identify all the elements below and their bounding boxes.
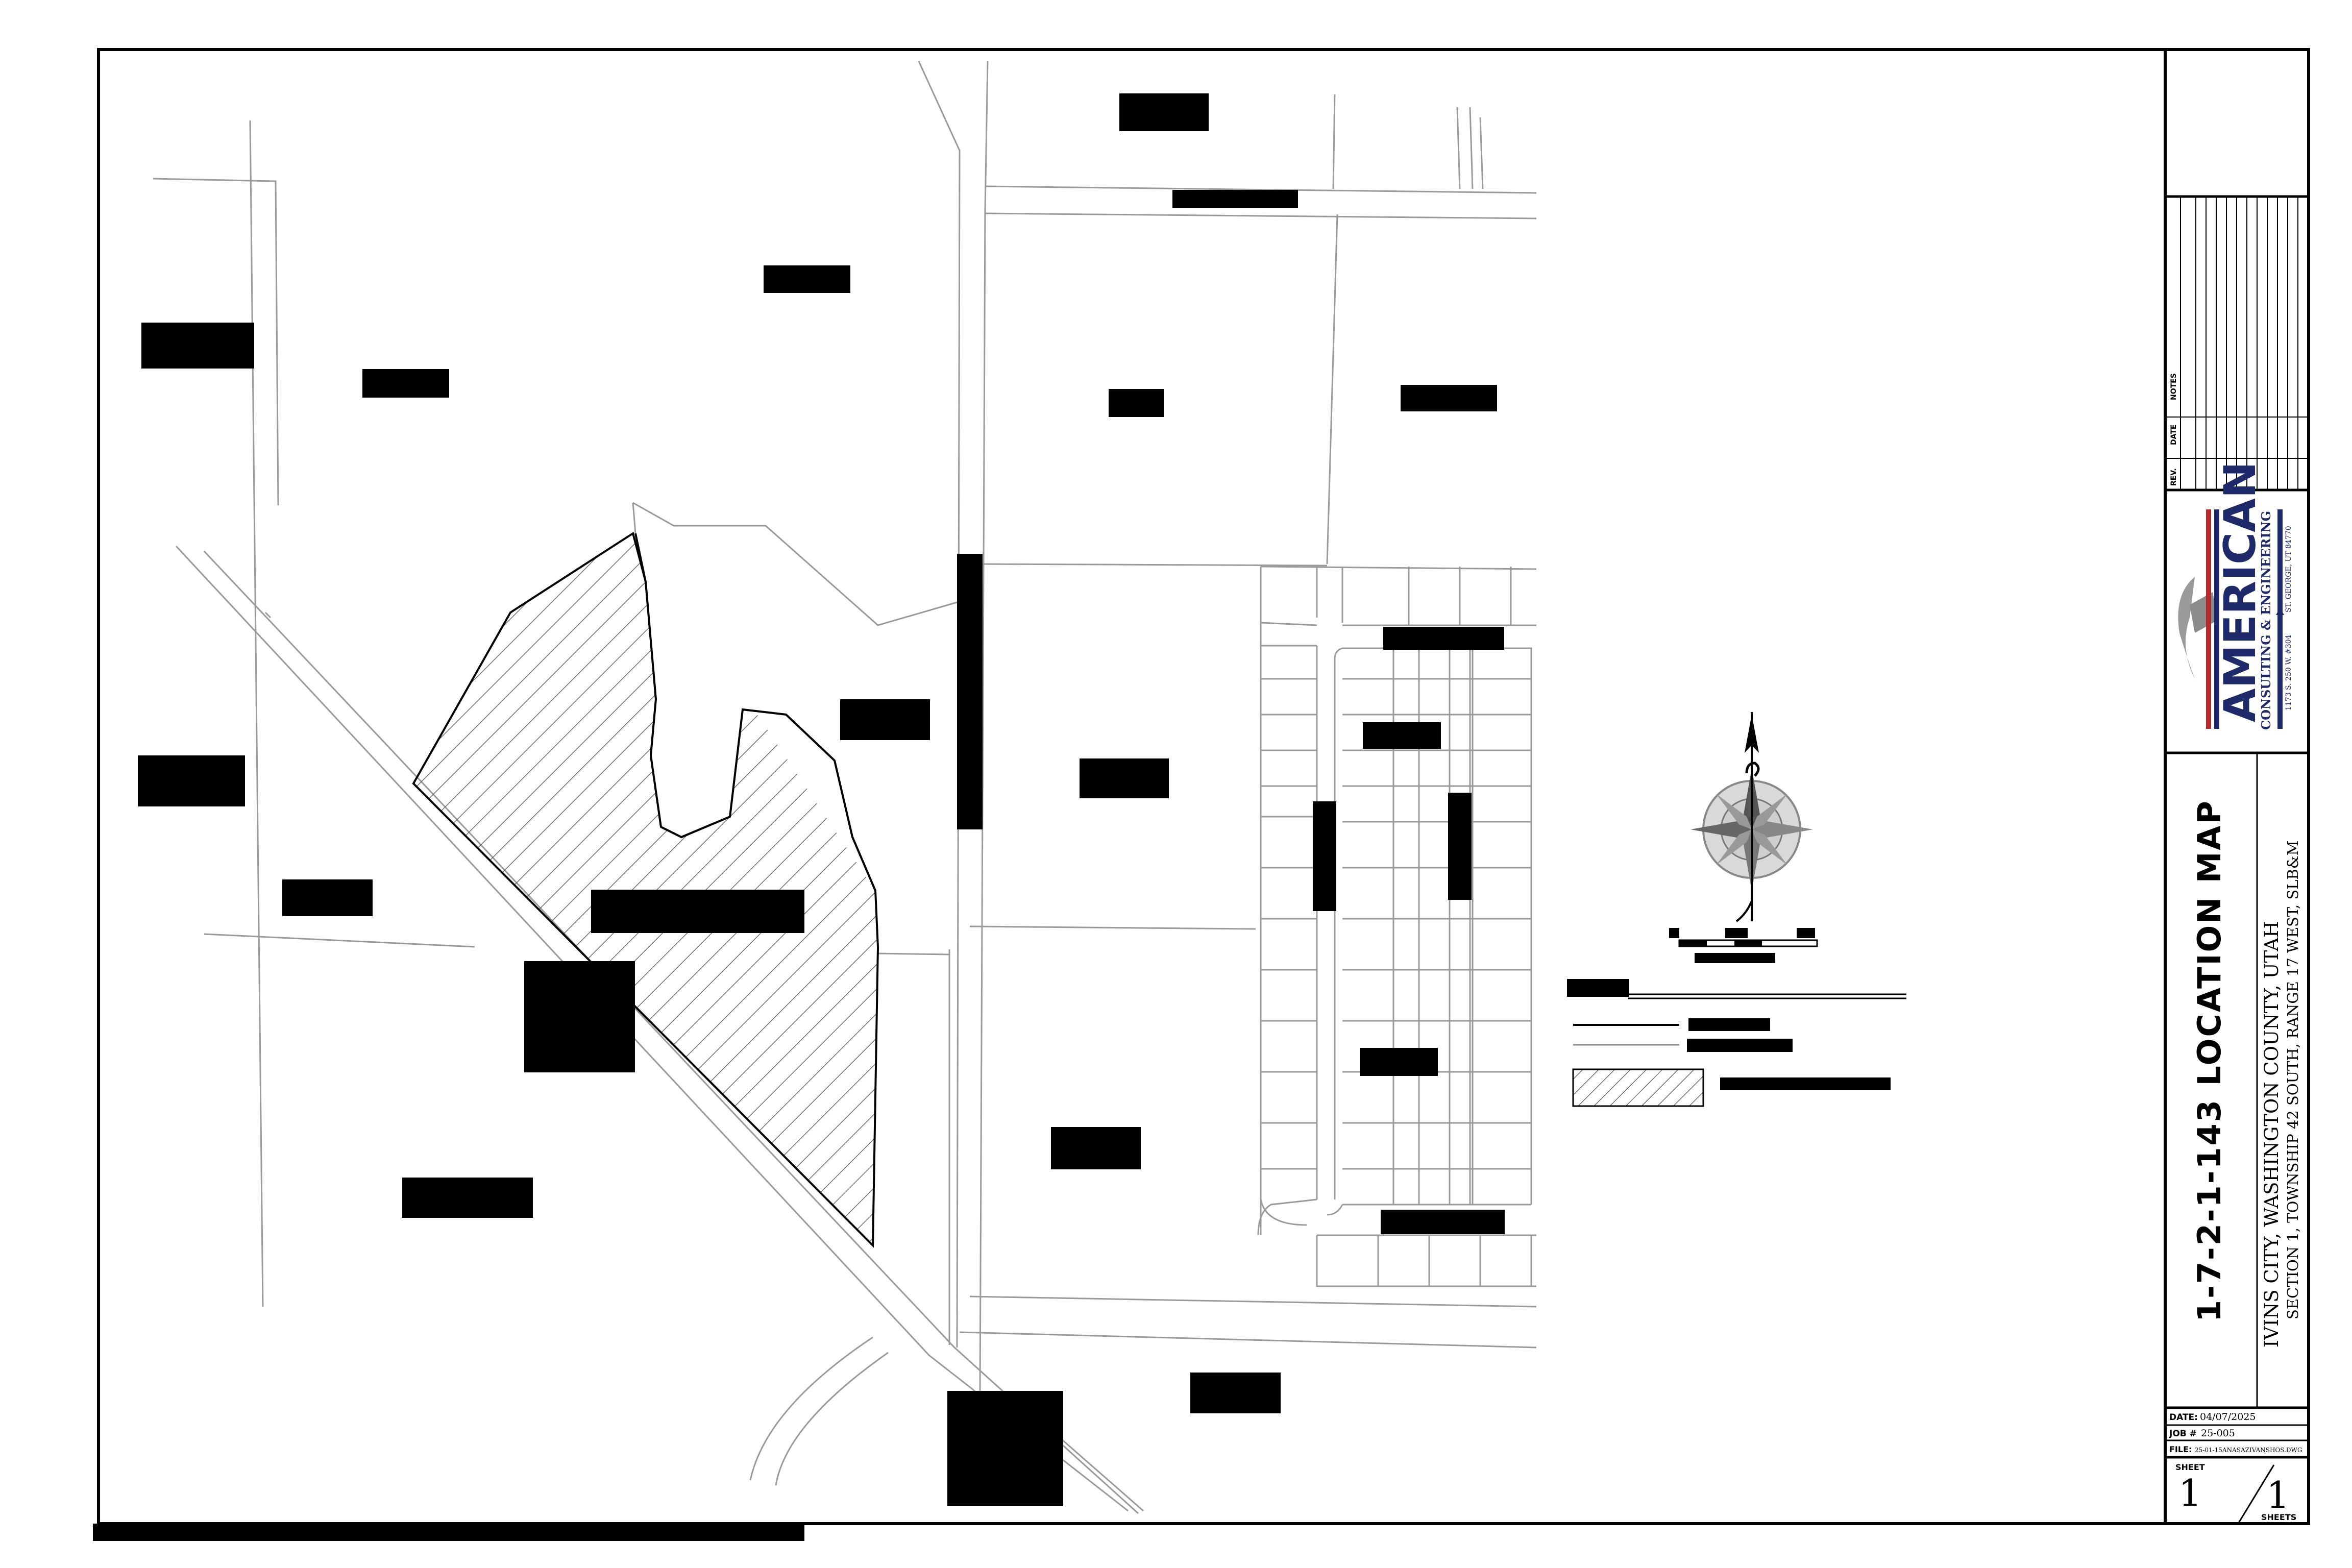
date-label: DATE: [2169,1412,2198,1423]
legend [1567,979,1906,1107]
company-address: 1173 S. 250 W. #304 [2285,634,2293,710]
rev-header: REV. [2170,468,2178,486]
notes-header: NOTES [2170,373,2178,400]
company-logo: AMERICAN CONSULTING & ENGINEERING 1173 S… [2178,461,2293,730]
sheet-number: 1 [2178,1472,2202,1514]
date-value: 04/07/2025 [2200,1411,2256,1423]
scale-bar [1669,928,1818,963]
company-name: AMERICAN [2215,461,2266,722]
company-tagline: CONSULTING & ENGINEERING [2259,511,2273,730]
parcel-lines [153,61,1537,1514]
company-city: ST. GEORGE, UT 84770 [2285,526,2293,612]
sheets-total: 1 [2266,1474,2290,1516]
redacted-labels [138,93,1505,1506]
job-label: JOB # [2169,1429,2197,1439]
north-arrow-icon [1690,712,1813,922]
date-header: DATE [2170,425,2178,445]
file-value: 25-01-15ANASAZIVANSHOS.DWG [2195,1447,2302,1454]
subject-parcel-hatched [412,531,879,1248]
sheets-label: SHEETS [2261,1512,2296,1522]
sheet-label: SHEET [2175,1462,2205,1472]
redacted-bottom-bar [93,1524,804,1541]
parcel-notch [634,533,876,891]
title-block: REV. DATE NOTES AMERICAN CONSULTING & EN… [2164,48,2310,1525]
job-value: 25-005 [2201,1428,2235,1439]
file-label: FILE: [2169,1444,2192,1454]
hatch-swatch-icon [1572,1068,1704,1107]
map-subtitle-line2: SECTION 1, TOWNSHIP 42 SOUTH, RANGE 17 W… [2284,841,2301,1319]
map-subtitle-line1: IVINS CITY, WASHINGTON COUNTY, UTAH [2261,921,2283,1348]
map-title: 1-7-2-1-143 LOCATION MAP [2191,799,2228,1322]
